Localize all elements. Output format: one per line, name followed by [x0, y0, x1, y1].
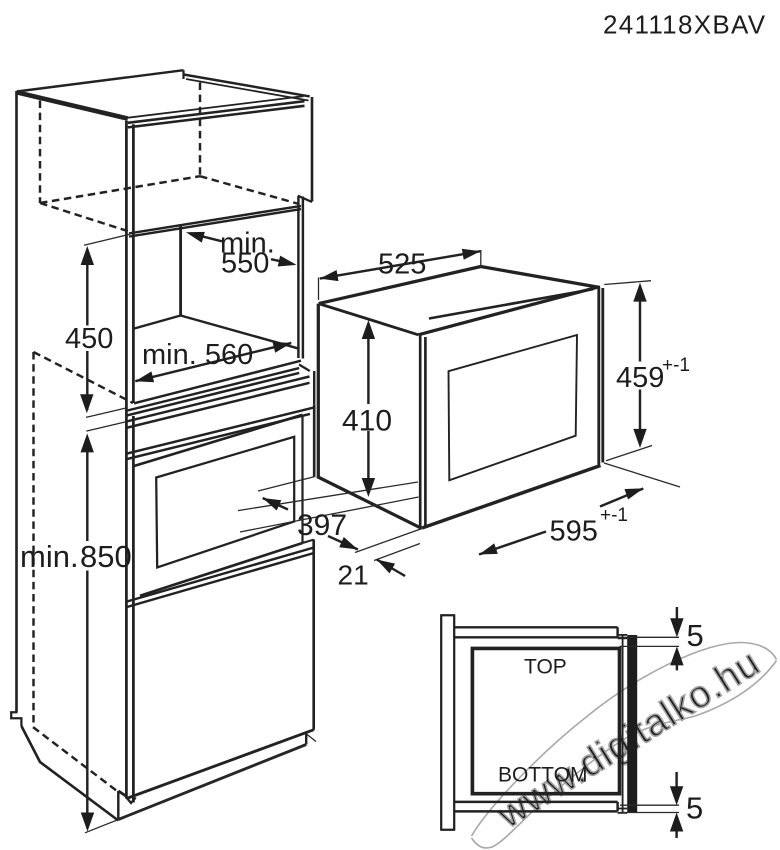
svg-text:TOP: TOP	[524, 656, 567, 679]
svg-text:BOTTOM: BOTTOM	[498, 764, 587, 787]
svg-text:450: 450	[65, 323, 113, 355]
svg-text:850: 850	[80, 539, 132, 574]
svg-text:+-1: +-1	[600, 505, 628, 526]
svg-text:241118XBAV: 241118XBAV	[603, 10, 766, 40]
svg-text:min.: min.	[20, 539, 79, 574]
svg-text:550: 550	[221, 248, 269, 280]
svg-text:+-1: +-1	[662, 355, 690, 376]
svg-text:5: 5	[687, 618, 704, 653]
svg-text:595: 595	[550, 516, 598, 548]
svg-text:5: 5	[686, 791, 703, 826]
svg-text:min. 560: min. 560	[142, 339, 253, 371]
svg-text:min.: min.	[220, 228, 275, 260]
svg-text:459: 459	[616, 362, 664, 394]
svg-text:397: 397	[297, 509, 347, 542]
svg-text:21: 21	[338, 560, 369, 591]
svg-text:410: 410	[342, 405, 392, 438]
svg-text:525: 525	[378, 249, 426, 281]
